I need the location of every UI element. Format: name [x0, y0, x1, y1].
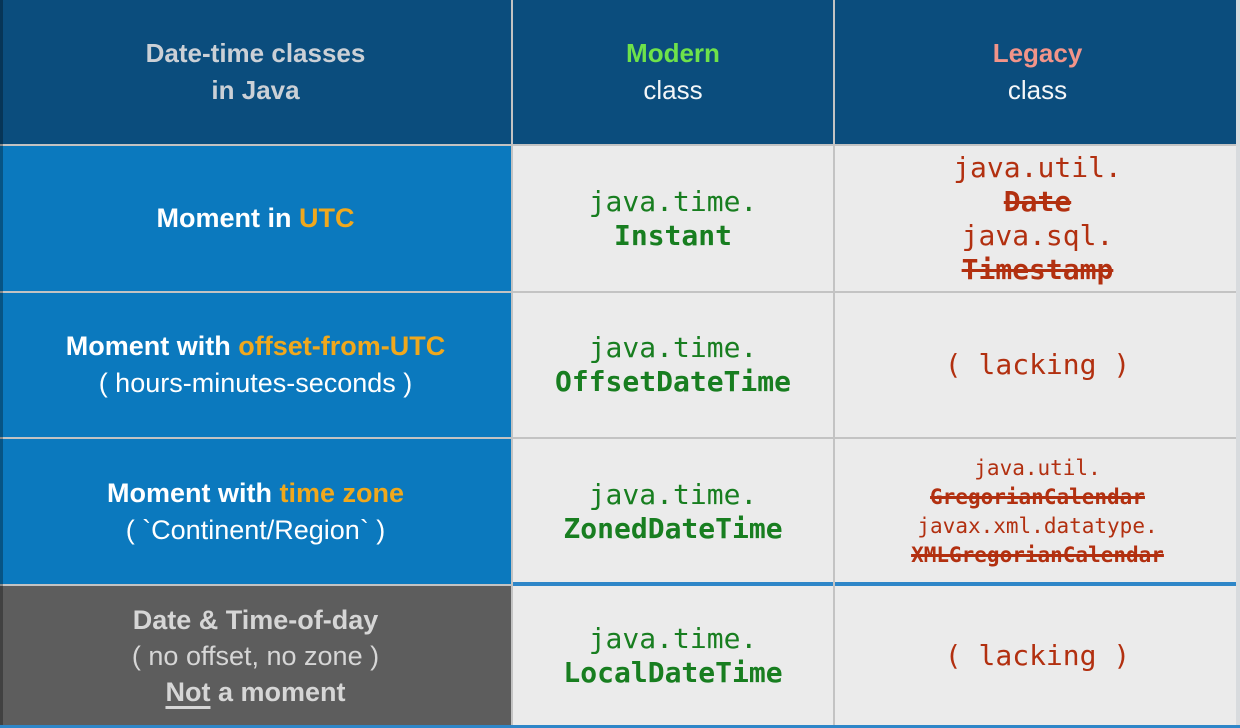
package-name: java.time.	[588, 477, 758, 511]
modern-column-subtitle: class	[643, 75, 703, 105]
row-offset-label-cell: Moment with offset-from-UTC ( hours-minu…	[0, 293, 511, 437]
row-offset-modern-cell: java.time. OffsetDateTime	[513, 293, 833, 437]
class-name: ZonedDateTime	[563, 511, 783, 545]
deprecated-class-name: Timestamp	[961, 252, 1114, 286]
class-name: LocalDateTime	[563, 655, 783, 689]
modern-column-title: Modern	[626, 38, 720, 68]
legacy-lacking-local: ( lacking )	[944, 638, 1131, 672]
legacy-column-title: Legacy	[992, 38, 1083, 68]
row-offset-label: Moment with offset-from-UTC	[66, 328, 445, 365]
package-name: java.time.	[588, 621, 758, 655]
package-name: java.util.	[974, 455, 1101, 480]
table-title-line1: Date-time classes	[145, 38, 366, 68]
row-zone-legacy-cell: java.util. GregorianCalendar javax.xml.d…	[835, 439, 1240, 584]
class-name: Instant	[613, 218, 732, 252]
package-name: java.util.	[953, 150, 1122, 184]
row-utc-label: Moment in UTC	[157, 200, 355, 237]
modern-class-offsetdatetime: java.time. OffsetDateTime	[555, 331, 791, 399]
deprecated-class-name: GregorianCalendar	[930, 484, 1145, 509]
header-cell-modern: Modern class	[513, 0, 833, 144]
row-local-modern-cell: java.time. LocalDateTime	[513, 586, 833, 725]
row-zone-label-prefix: Moment with	[106, 477, 280, 508]
row-zone-modern-cell: java.time. ZonedDateTime	[513, 439, 833, 584]
row-utc-label-cell: Moment in UTC	[0, 146, 511, 291]
row-local-emphasis: Not a moment	[165, 674, 345, 710]
legacy-classes-utc: java.util. Date java.sql. Timestamp	[953, 151, 1122, 287]
class-name: OffsetDateTime	[554, 365, 791, 398]
row-zone-label: Moment with time zone	[107, 475, 404, 512]
row-local-note: ( no offset, no zone )	[131, 640, 380, 671]
modern-class-localdatetime: java.time. LocalDateTime	[563, 622, 782, 690]
not-underlined: Not	[165, 676, 211, 707]
modern-class-zoneddatetime: java.time. ZonedDateTime	[563, 478, 782, 546]
package-name: javax.xml.datatype.	[917, 513, 1158, 538]
row-offset-note: ( hours-minutes-seconds )	[98, 368, 413, 398]
row-offset-legacy-cell: ( lacking )	[835, 293, 1240, 437]
row-utc-modern-cell: java.time. Instant	[513, 146, 833, 291]
row-zone-note: ( `Continent/Region` )	[125, 514, 386, 545]
row-local-title: Date & Time-of-day	[132, 604, 379, 635]
row-zone-label-cell: Moment with time zone ( `Continent/Regio…	[0, 439, 511, 584]
row-utc-label-prefix: Moment in	[156, 203, 299, 233]
legacy-classes-zone: java.util. GregorianCalendar javax.xml.d…	[911, 454, 1164, 570]
header-cell-title: Date-time classes in Java	[0, 0, 511, 144]
legacy-lacking-offset: ( lacking )	[944, 348, 1131, 381]
row-offset-label-highlight: offset-from-UTC	[238, 331, 446, 361]
deprecated-class-name: Date	[1003, 184, 1072, 218]
package-name: java.time.	[588, 331, 758, 364]
row-utc-legacy-cell: java.util. Date java.sql. Timestamp	[835, 146, 1240, 291]
deprecated-class-name: XMLGregorianCalendar	[911, 542, 1164, 567]
row-local-legacy-cell: ( lacking )	[835, 586, 1240, 725]
header-cell-legacy: Legacy class	[835, 0, 1240, 144]
modern-class-instant: java.time. Instant	[589, 185, 758, 253]
legacy-column-subtitle: class	[1007, 75, 1068, 105]
emphasis-rest: a moment	[210, 676, 346, 707]
row-offset-label-prefix: Moment with	[65, 331, 239, 361]
table-title-line2: in Java	[211, 75, 300, 105]
package-name: java.sql.	[961, 218, 1114, 252]
row-local-label-cell: Date & Time-of-day ( no offset, no zone …	[0, 586, 511, 725]
row-zone-label-highlight: time zone	[279, 477, 404, 508]
package-name: java.time.	[588, 184, 758, 218]
row-utc-label-highlight: UTC	[299, 203, 355, 233]
